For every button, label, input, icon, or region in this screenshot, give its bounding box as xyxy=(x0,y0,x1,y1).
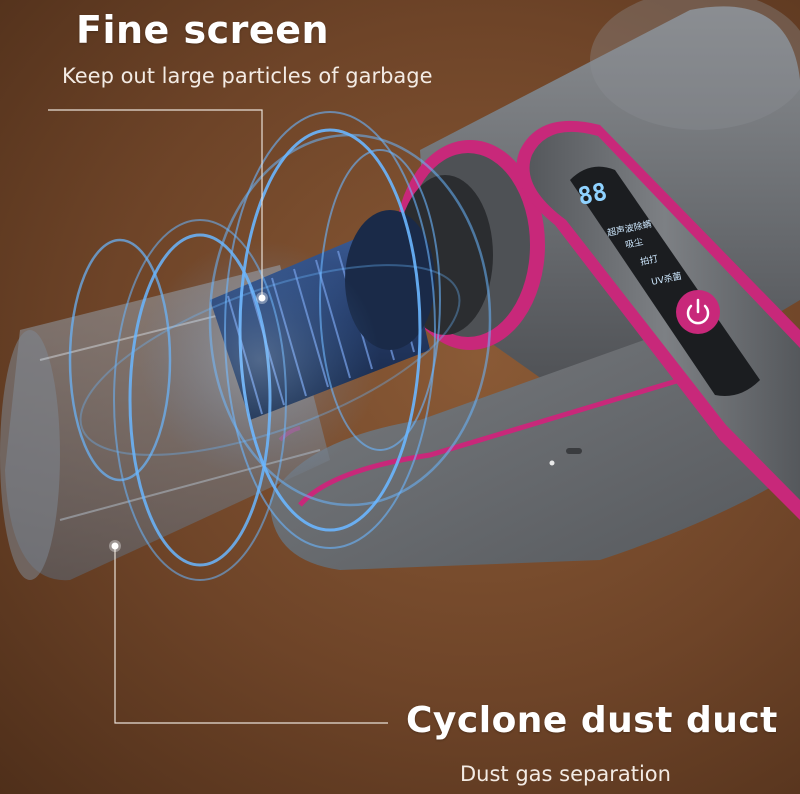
power-button[interactable] xyxy=(676,290,720,334)
cyclone-subtitle: Dust gas separation xyxy=(460,762,671,786)
callout-dot-icon xyxy=(256,292,268,304)
mode-label-2: 吸尘 xyxy=(624,236,644,251)
cyclone-title: Cyclone dust duct xyxy=(406,700,778,741)
cyclone-swirl xyxy=(68,111,492,581)
power-icon xyxy=(686,298,710,325)
usb-port-icon xyxy=(549,448,582,466)
mode-button-2[interactable]: 吸尘 xyxy=(624,236,644,251)
callout-dot-icon xyxy=(109,540,121,552)
fine-screen-title: Fine screen xyxy=(76,8,330,52)
callout-line-bottom xyxy=(114,548,388,724)
callout-line-top xyxy=(48,109,263,296)
fine-screen-subtitle: Keep out large particles of garbage xyxy=(62,64,433,88)
mode-label-3: 拍打 xyxy=(639,252,659,267)
control-panel: 88 超声波除螨 吸尘 拍打 UV杀菌 xyxy=(570,166,760,396)
display-readout: 88 xyxy=(575,177,609,210)
mode-button-3[interactable]: 拍打 xyxy=(639,252,659,267)
